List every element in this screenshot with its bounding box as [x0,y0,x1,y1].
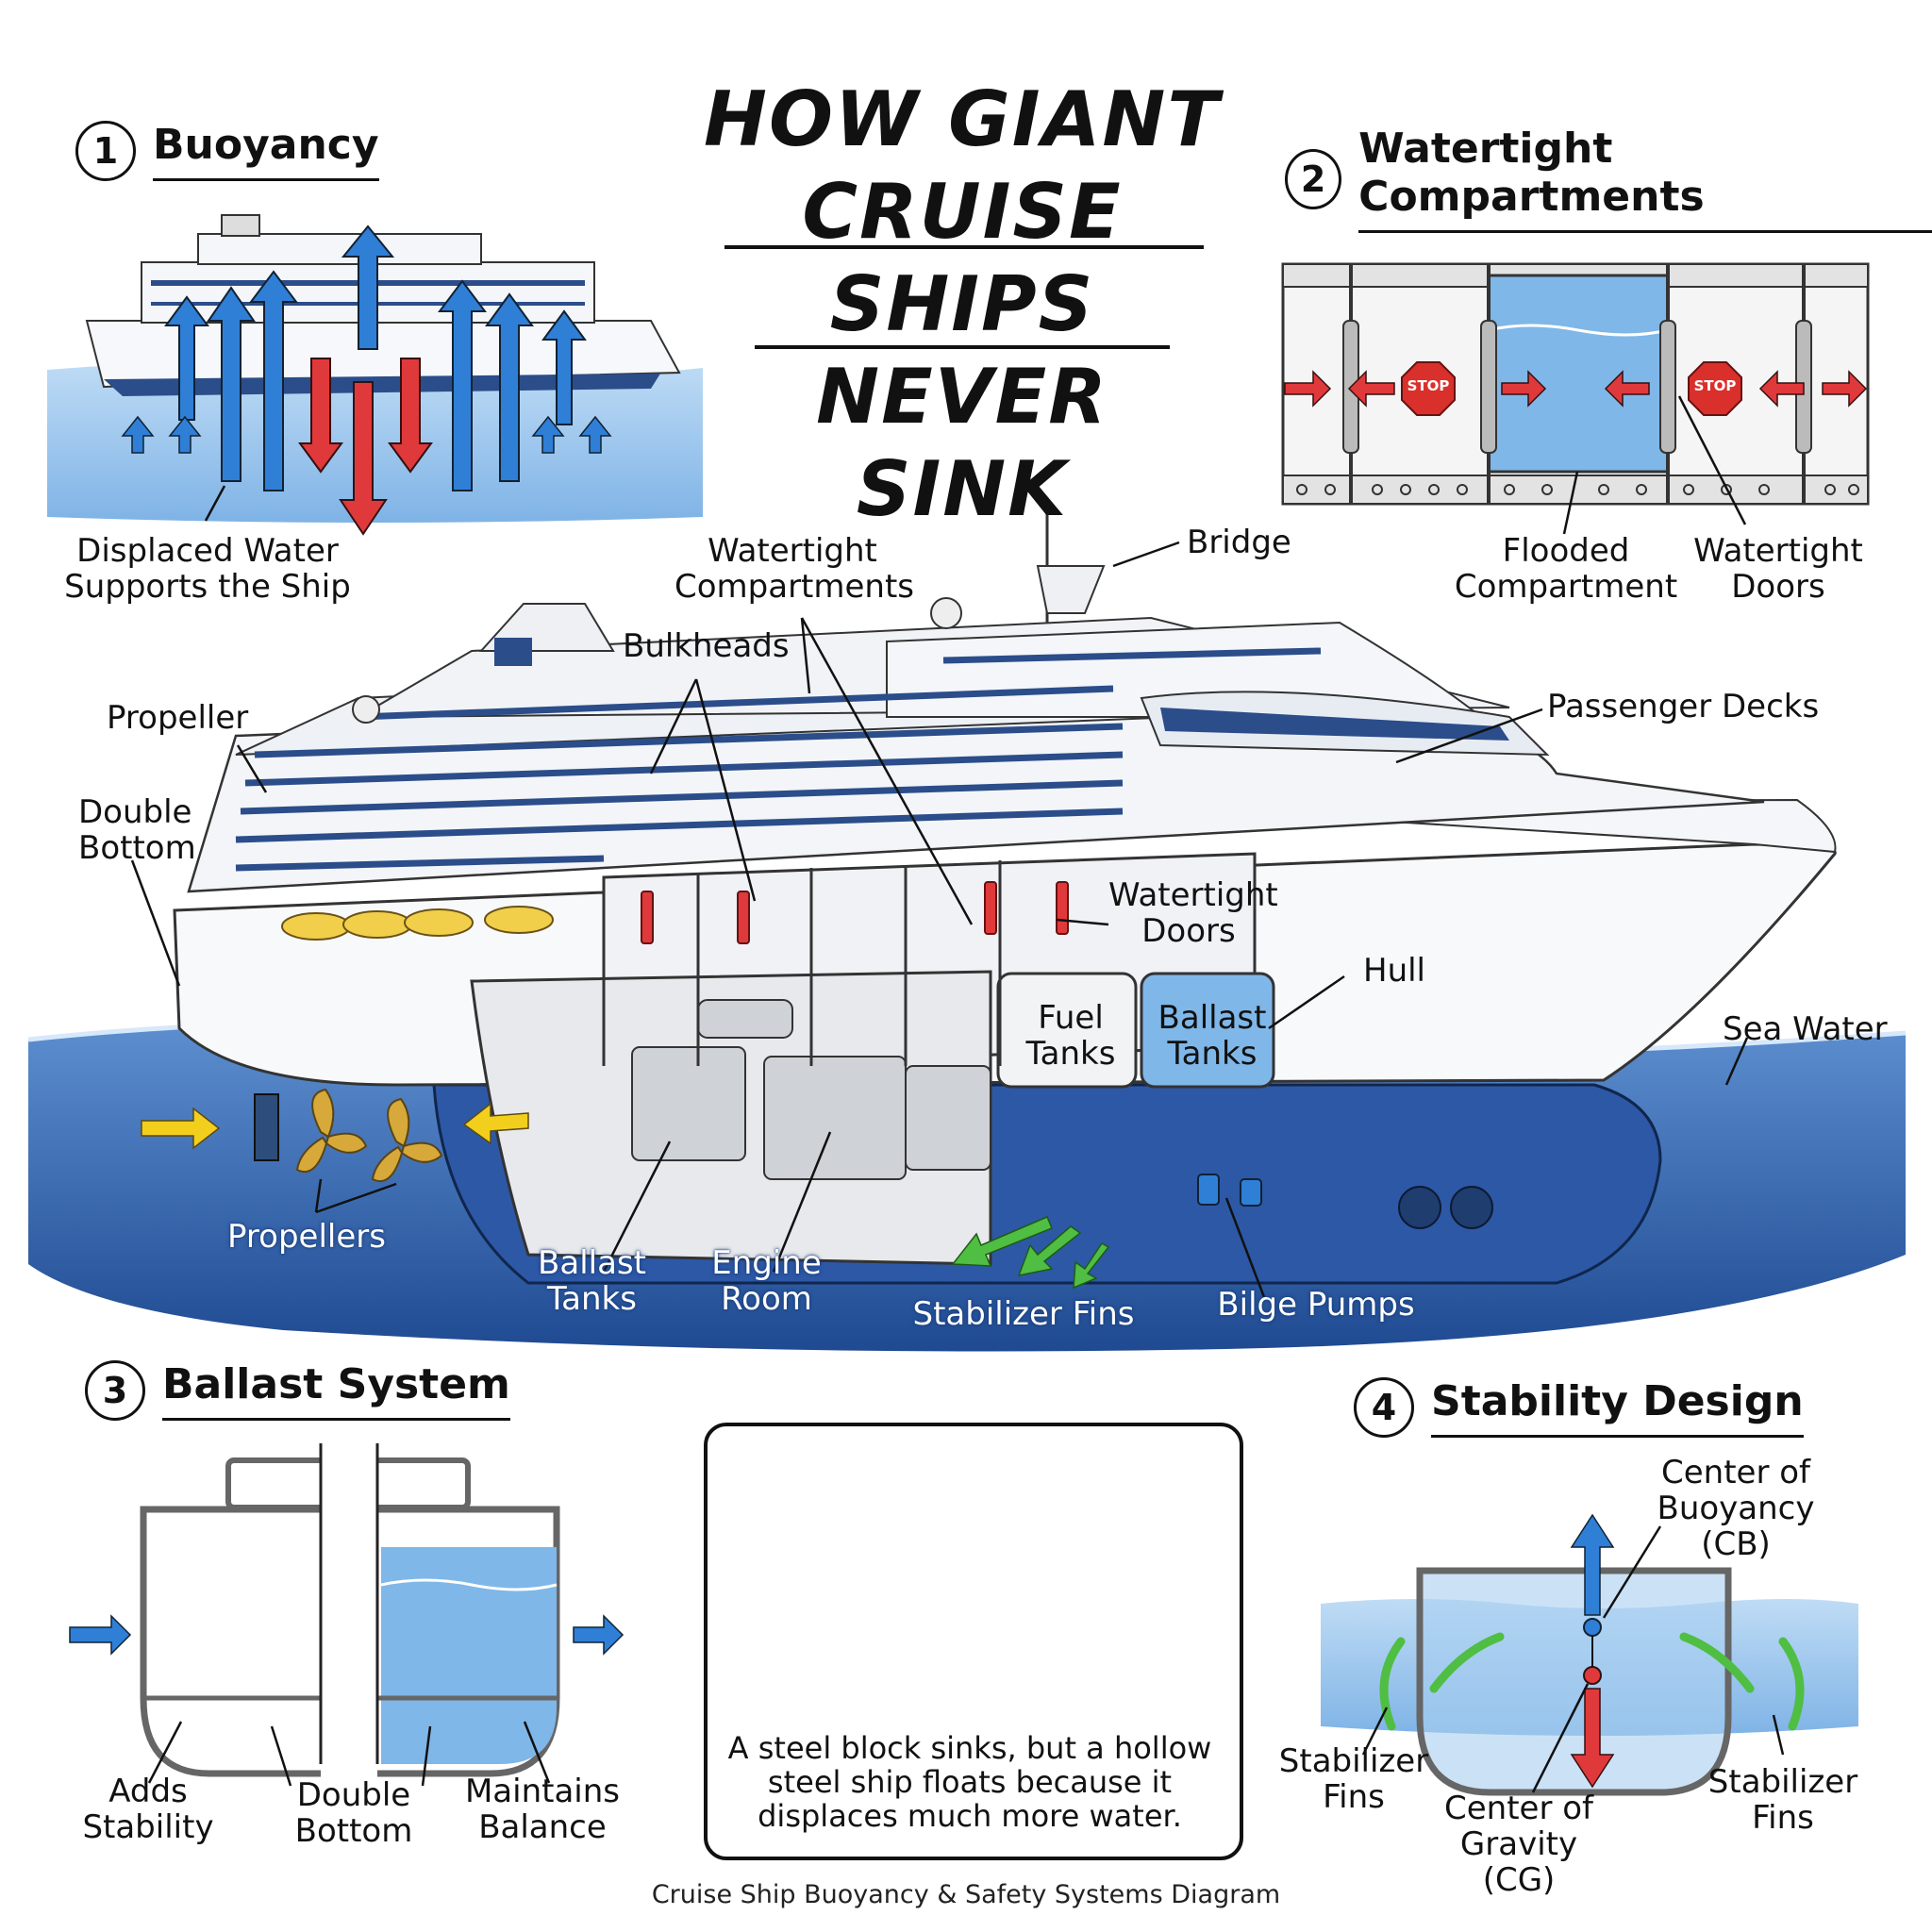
ballast-tanks-upper-label: Ballast Tanks [1158,999,1267,1073]
propellers-label: Propellers [227,1218,386,1256]
section-1-number: 1 [75,121,136,181]
section-3-number: 3 [85,1360,145,1421]
buoyancy-arrows [121,225,612,536]
stop-sign-right [1688,361,1742,416]
stability-hull [1416,1567,1732,1796]
main-ship-leaders [130,541,1749,1298]
center-of-buoyancy-dot [1583,1618,1602,1637]
section-2-number: 2 [1285,148,1342,209]
main-ship-illustration [27,509,1907,1352]
ballast-tanks-lower-label: Ballast Tanks [538,1244,646,1318]
deck-window-rows [235,647,1322,872]
stability-illustration [1321,1513,1858,1796]
watertight-compartments-label: Watertight Compartments [675,532,915,606]
bridge-label: Bridge [1187,524,1291,561]
stop-sign-left [1401,361,1456,416]
section-1-header: 1 Buoyancy [75,121,379,181]
small-cruise-ship [85,214,681,396]
title-line-2: CRUISE SHIPS [802,168,1123,348]
ballast-illustration [69,1406,625,1783]
section-3-header: 3 Ballast System [85,1360,510,1421]
stop-sign-left-text: STOP [1407,377,1450,394]
footer-caption: Cruise Ship Buoyancy & Safety Systems Di… [651,1880,1281,1909]
lifeboats [281,906,554,941]
stop-arrows [1284,370,1868,408]
center-of-buoyancy-label: Center of Buoyancy (CB) [1657,1454,1815,1563]
passenger-decks-label: Passenger Decks [1547,688,1820,725]
title-line-3: NEVER SINK [816,353,1108,533]
stability-leaders [1361,1525,1785,1793]
stop-sign-right-text: STOP [1693,377,1737,394]
stability-fin-arrows [1379,1632,1805,1731]
stabilizer-fins-label-left: Stabilizer Fins [1278,1742,1429,1816]
compartment-leaders [1562,395,1747,535]
section-4-number: 4 [1354,1377,1414,1438]
bow-thrusters [1398,1186,1493,1229]
buoyancy-water [47,360,703,523]
ballast-leaders [147,1721,551,1787]
bulkheads-label: Bulkheads [623,627,790,665]
stabilizer-fins-label-main: Stabilizer Fins [912,1295,1135,1333]
compartments-illustration [1281,262,1870,506]
bulkhead-lines [602,860,1002,1066]
section-4-header: 4 Stability Design [1354,1377,1804,1438]
displacement-callout-text: A steel block sinks, but a hollow steel … [727,1730,1212,1834]
stabilizer-fins-label-right: Stabilizer Fins [1707,1763,1858,1837]
center-of-gravity-label: Center of Gravity (CG) [1443,1790,1593,1899]
fuel-tanks [996,972,1138,1089]
section-1-title: Buoyancy [153,121,379,181]
section-2-title: Watertight Compartments [1358,125,1932,233]
displaced-water-label: Displaced Water Supports the Ship [64,532,351,606]
stabilizer-arrows [951,1216,1110,1290]
propeller-blades [295,1088,443,1182]
rudder [254,1093,279,1161]
title-underlines [724,245,1204,349]
sea-water-label: Sea Water [1723,1010,1888,1048]
flooded-compartment [1487,274,1670,474]
watertight-doors-label-main: Watertight Doors [1108,876,1278,950]
thrust-arrows [141,1102,529,1150]
center-of-gravity-dot [1583,1666,1602,1685]
section-4-title: Stability Design [1431,1377,1804,1438]
engine-machinery [631,999,991,1180]
maintains-balance-label: Maintains Balance [464,1773,621,1846]
adds-stability-label: Adds Stability [82,1773,214,1846]
title-line-1: HOW GIANT [704,75,1221,163]
fuel-tanks-label: Fuel Tanks [1025,999,1116,1073]
propeller-label: Propeller [107,699,249,737]
ballast-tanks-upper [1140,972,1275,1089]
displacement-callout-box [704,1423,1243,1860]
section-2-header: 2 Watertight Compartments [1285,125,1932,233]
section-3-title: Ballast System [162,1360,510,1421]
double-bottom-label: Double Bottom [78,793,196,867]
page-title: HOW GIANT CRUISE SHIPS NEVER SINK [698,74,1226,536]
buoyancy-illustration [47,214,703,536]
watertight-doors-label-top: Watertight Doors [1693,532,1863,606]
flooded-compartment-label: Flooded Compartment [1454,532,1678,606]
bilge-pump-units [1197,1174,1262,1207]
engine-room-label: Engine Room [711,1244,822,1318]
buoyancy-caption-leader [204,485,226,522]
hull-label: Hull [1363,952,1426,990]
bilge-pumps-label: Bilge Pumps [1217,1286,1415,1324]
ballast-double-bottom-label: Double Bottom [294,1776,413,1850]
